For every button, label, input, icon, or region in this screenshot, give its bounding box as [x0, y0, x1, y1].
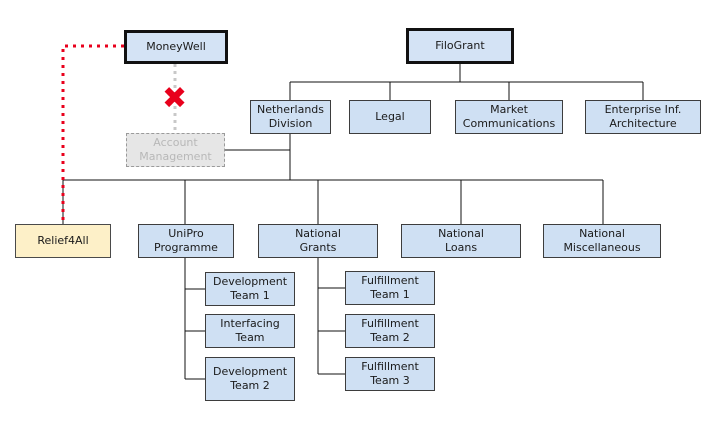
unipro-programme-node: UniPro Programme	[138, 224, 234, 258]
development-team-2-node: Development Team 2	[205, 357, 295, 401]
interfacing-team-node: Interfacing Team	[205, 314, 295, 348]
enterprise-architecture-node: Enterprise Inf. Architecture	[585, 100, 701, 134]
development-team-1-node: Development Team 1	[205, 272, 295, 306]
national-loans-node: National Loans	[401, 224, 521, 258]
market-communications-node: Market Communications	[455, 100, 563, 134]
fulfillment-team-1-node: Fulfillment Team 1	[345, 271, 435, 305]
legal-node: Legal	[349, 100, 431, 134]
cross-icon: ✖	[162, 81, 188, 116]
national-miscellaneous-node: National Miscellaneous	[543, 224, 661, 258]
moneywell-node: MoneyWell	[124, 30, 228, 64]
filogrant-node: FiloGrant	[406, 28, 514, 64]
account-management-node: Account Management	[126, 133, 225, 167]
national-grants-node: National Grants	[258, 224, 378, 258]
relief4all-node: Relief4All	[15, 224, 111, 258]
netherlands-division-node: Netherlands Division	[250, 100, 331, 134]
fulfillment-team-2-node: Fulfillment Team 2	[345, 314, 435, 348]
fulfillment-team-3-node: Fulfillment Team 3	[345, 357, 435, 391]
